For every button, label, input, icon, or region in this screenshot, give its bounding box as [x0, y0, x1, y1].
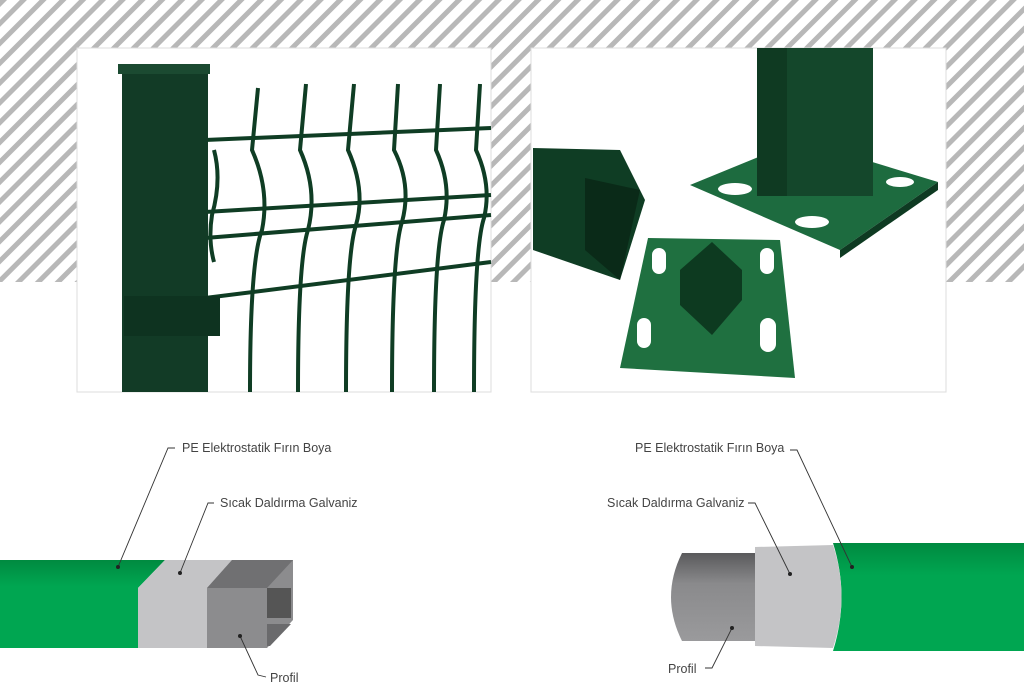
profile-label: Profil: [668, 662, 696, 676]
round-profile-diagram: PE Elektrostatik Fırın Boya Sıcak Daldır…: [607, 441, 1024, 676]
galvaniz-layer: [755, 545, 842, 648]
coating-label: PE Elektrostatik Fırın Boya: [635, 441, 784, 455]
coating-layer: [0, 560, 165, 648]
galvaniz-layer: [138, 560, 232, 648]
galvaniz-label: Sıcak Daldırma Galvaniz: [607, 496, 745, 510]
coating-label: PE Elektrostatik Fırın Boya: [182, 441, 331, 455]
fence-panel-photo: [76, 47, 492, 393]
square-profile-diagram: PE Elektrostatik Fırın Boya Sıcak Daldır…: [0, 441, 358, 685]
galvaniz-label: Sıcak Daldırma Galvaniz: [220, 496, 358, 510]
profile-core: [671, 553, 755, 641]
post-base-photo: [530, 47, 947, 393]
coating-layer: [833, 543, 1024, 651]
profile-label: Profil: [270, 671, 298, 685]
